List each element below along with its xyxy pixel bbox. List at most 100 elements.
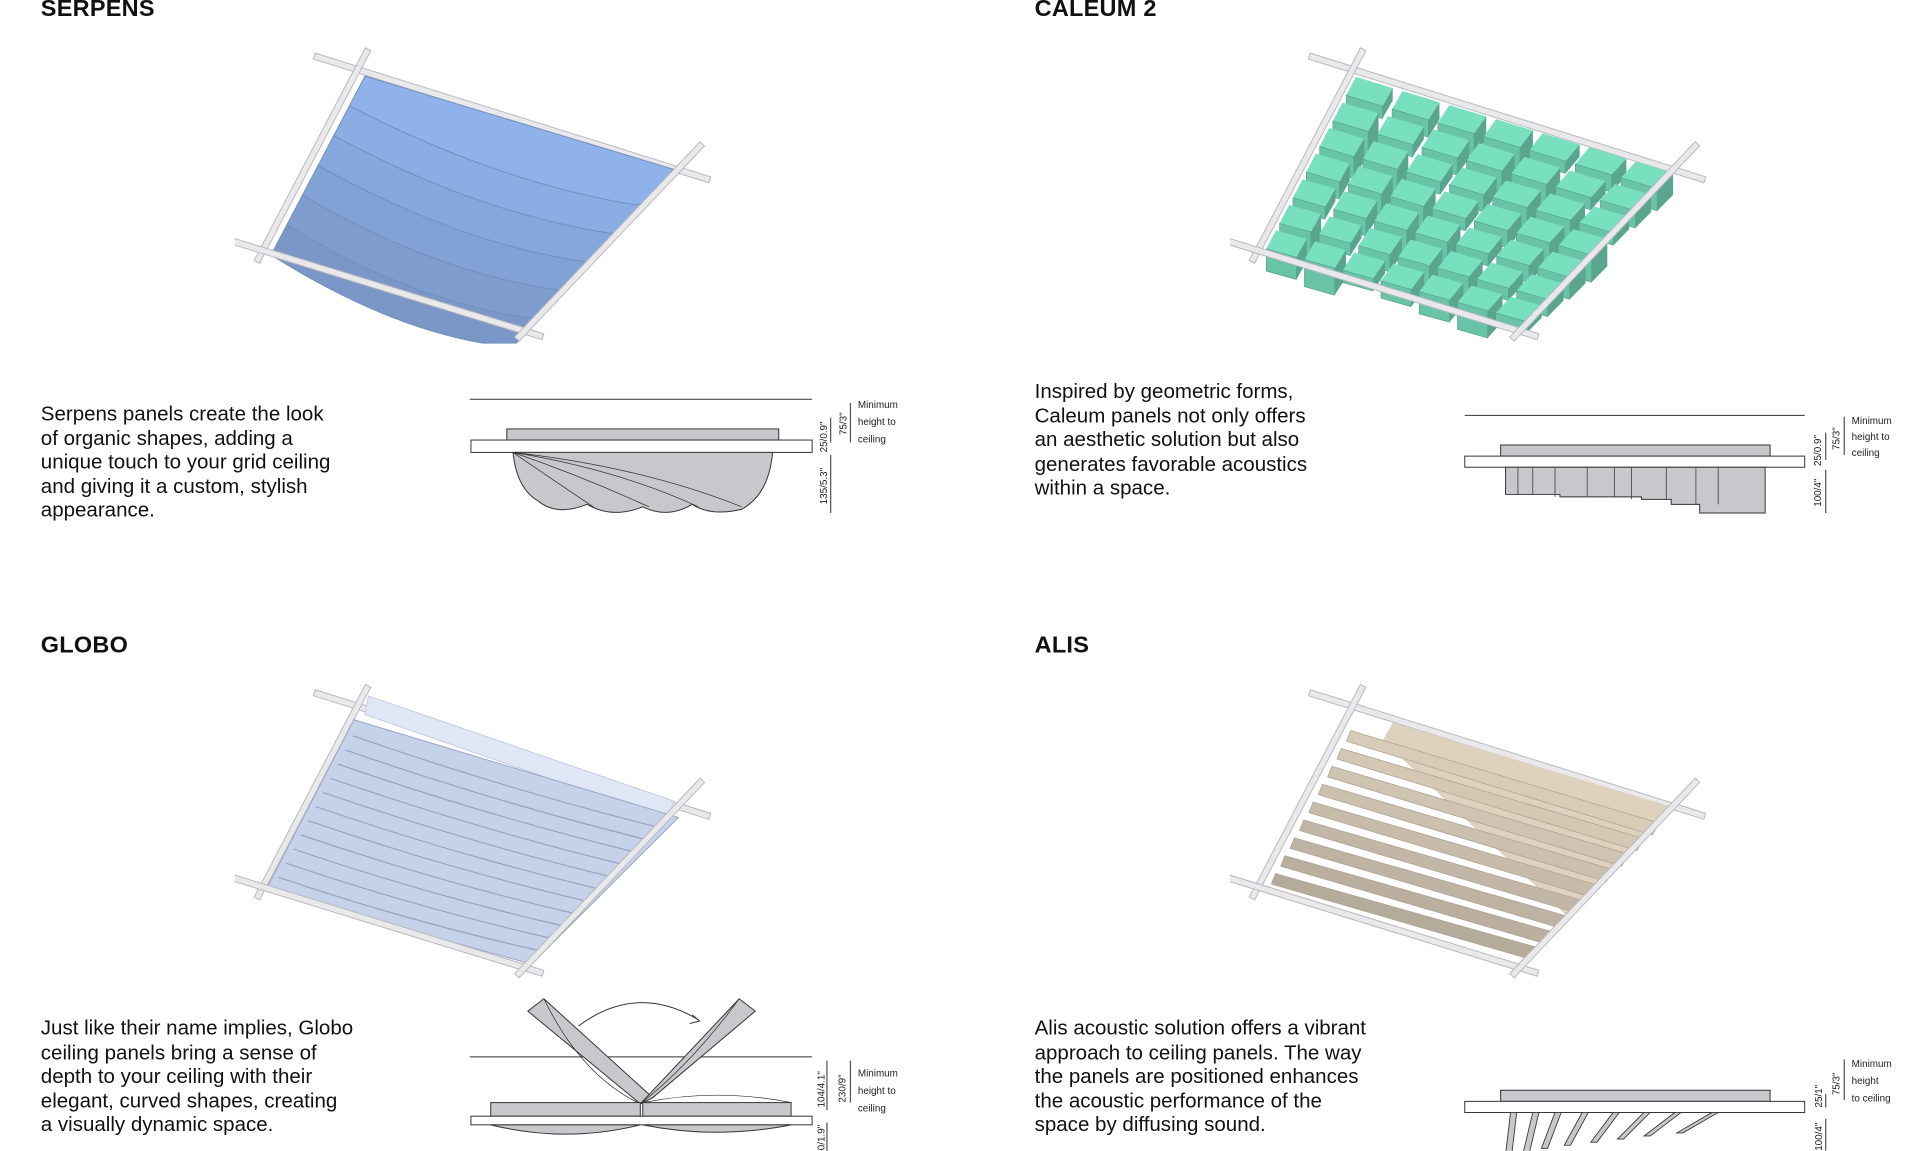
globo-panel-seam [322,791,612,878]
dim-note: height to [1852,432,1890,443]
caleum-panel-top [1437,251,1483,277]
dim-note: ceiling [858,1103,886,1114]
caleum-panel-top [1319,216,1362,244]
grid-rail [1509,140,1701,342]
grid-rail [1307,689,1707,820]
globo-panel-seam [300,834,575,915]
alis-slat-section [1642,1112,1683,1137]
dim-note: ceiling [1852,448,1880,459]
alis-slat [1336,748,1645,852]
alis-slat-section [1505,1112,1518,1151]
globo-render [234,683,712,979]
caleum-panel-top [1348,166,1393,194]
caleum-panel-top [1342,252,1386,279]
globo-section-diagram: 104/4.1" 50/1.9" 230/9" Minimum height t… [469,998,898,1151]
globo-panel-seam [315,805,600,890]
caleum-panel-side [1412,126,1424,157]
grid-rail [234,874,545,977]
serpens-description: Serpens panels create the look of organi… [41,402,331,523]
caleum-panel-top [1362,141,1409,170]
caleum-panel-side [1565,144,1580,174]
product-title-caleum: CALEUM 2 [1034,0,1157,23]
description-line: within a space. [1034,476,1171,500]
caleum-panel-side [1487,294,1503,338]
alis-slat-section [1616,1112,1652,1140]
caleum-panel-side [1350,225,1362,256]
product-title-alis: ALIS [1034,632,1090,659]
grid-rail [1229,238,1540,341]
description-line: Serpens panels create the look [40,401,324,426]
grid-rail [1248,683,1367,901]
caleum-panel-top [1292,179,1336,207]
caleum-panel-side [1611,158,1627,193]
caleum-panel-side [1389,237,1402,272]
globo-panel-seam [278,876,539,952]
caleum-panel-side [1296,239,1307,280]
caleum-panel-top [1415,215,1461,243]
grid-rail [1229,874,1540,977]
product-title-globo: GLOBO [40,632,129,659]
caleum-panel-top [1333,191,1378,219]
dim-note: Minimum [1852,1059,1892,1070]
dim-note: height [1852,1076,1879,1087]
dim-label: 75/3" [1831,427,1842,450]
serpens-section-diagram: 25/0.9" 135/5.3" 75/3" Minimum height to… [469,398,898,513]
caleum-panel-side [1457,140,1470,176]
caleum-panel-top [1279,204,1322,233]
caleum-panel-side [1635,194,1652,229]
caleum-panel-top [1456,227,1503,254]
grid-rail [234,238,545,341]
caleum-panel-top [1437,105,1487,134]
alis-slat-section [1563,1112,1590,1146]
alis-slat [1327,765,1630,867]
caleum-description: Inspired by geometric forms, Caleum pane… [1035,379,1308,500]
description-line: ceiling panels bring a sense of [40,1040,317,1064]
caleum-panel-side [1508,271,1524,301]
caleum-panel-side [1382,88,1393,119]
description-line: the panels are positioned enhances [1034,1064,1359,1088]
dim-label: 100/4" [1813,478,1824,507]
dim-label: 75/3" [1831,1072,1842,1095]
grid-rail [514,777,706,979]
description-line: the acoustic performance of the [1034,1088,1322,1113]
description-line: approach to ceiling panels. The way [1034,1040,1362,1064]
caleum-panel-side [1590,181,1606,210]
description-line: elegant, curved shapes, creating [40,1088,338,1113]
caleum-panel-side [1365,200,1378,236]
globo-panel-seam [308,820,588,902]
globo-panel-seam [352,735,660,829]
dim-note: height to [858,417,896,428]
alis-slat-section [1675,1112,1720,1134]
dim-label: 135/5.3" [819,467,830,504]
caleum-panel-top [1304,241,1346,268]
caleum-panel-side [1483,177,1497,212]
grid-rail [514,140,706,342]
alis-render [1229,683,1707,979]
caleum-panel-top [1496,239,1544,266]
description-line: appearance. [40,498,155,523]
dim-label: 100/4" [1814,1122,1825,1151]
dim-note: height to [858,1086,896,1097]
grid-rail [253,47,372,264]
caleum-panel-top [1419,274,1464,301]
alis-slat-section [1540,1112,1562,1149]
caleum-panel-side [1528,249,1544,283]
globo-panel-seam [337,763,636,853]
caleum-panel-side [1428,102,1440,138]
globo-description: Just like their name implies, Globo ceil… [41,1016,353,1137]
caleum-panel-top [1306,153,1350,182]
caleum-panel-top [1474,203,1522,231]
caleum-panel-side [1353,138,1365,179]
dim-label: 75/3" [839,412,850,435]
caleum-panel-top [1398,239,1443,266]
description-line: and giving it a custom, stylish [40,474,308,498]
caleum-panel-side [1657,172,1674,211]
caleum-panel-top [1432,191,1479,219]
dim-note: Minimum [1852,416,1892,427]
dim-label: 25/1" [1814,1084,1825,1107]
caleum-render [1229,47,1707,342]
caleum-panel-side [1507,213,1522,248]
grid-rail [1307,52,1707,184]
description-line: unique touch to your grid ceiling [40,450,331,474]
caleum-panel-side [1440,164,1453,195]
